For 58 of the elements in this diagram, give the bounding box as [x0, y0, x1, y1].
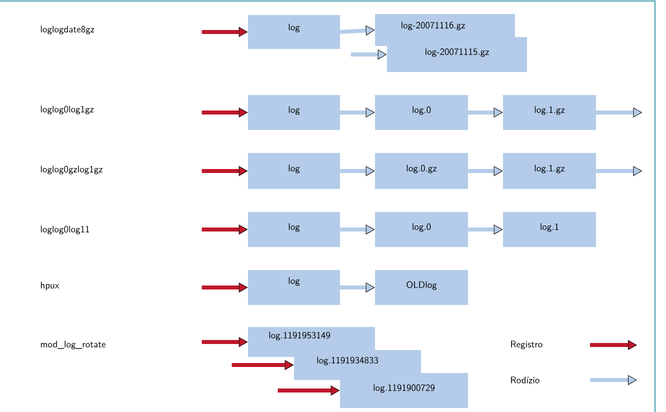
arrow: [468, 166, 503, 176]
arrow: [596, 166, 642, 176]
node-label: log.0: [412, 223, 431, 232]
row-label: hpux: [40, 282, 60, 290]
node-label: log.1191953149: [269, 332, 330, 340]
log-file-box: [248, 15, 340, 49]
log-file-box: [248, 270, 340, 305]
arrow: [202, 224, 248, 234]
row-label: loglog0gzlog1gz: [40, 166, 102, 174]
arrow: [202, 282, 248, 292]
arrow: [278, 386, 340, 396]
arrow: [202, 27, 248, 37]
arrow: [340, 224, 375, 234]
arrow: [232, 360, 294, 370]
node-label: log.1191900729: [374, 384, 435, 393]
arrow: [340, 26, 375, 36]
arrow: [468, 224, 503, 234]
node-label: OLDlog: [406, 281, 437, 290]
row-label: loglogdate8gz: [40, 26, 94, 34]
node-label: log.1.gz: [534, 106, 565, 115]
node-label: log.0.gz: [406, 164, 437, 174]
log-file-box: [503, 212, 596, 247]
node-label: log.1: [540, 223, 558, 232]
log-file-box: [375, 95, 468, 130]
log-file-box: [387, 37, 527, 72]
legend-label: Registro: [511, 340, 542, 350]
legend-label: Rodízio: [511, 376, 540, 384]
node-label: log: [288, 24, 300, 32]
log-file-box: [340, 373, 468, 408]
log-file-box: [503, 153, 596, 189]
node-label: log: [288, 277, 300, 286]
log-file-box: [248, 153, 340, 189]
log-file-box: [248, 212, 340, 247]
node-label: log-20071116.gz: [402, 22, 465, 30]
arrow: [350, 50, 387, 60]
arrow: [202, 166, 248, 176]
log-file-box: [248, 95, 340, 130]
log-file-box: [375, 212, 468, 247]
arrow: [340, 166, 375, 176]
arrow: [202, 337, 248, 347]
node-label: log.1.gz: [534, 164, 565, 174]
log-file-box: [375, 153, 468, 189]
node-label: log.0: [412, 106, 431, 115]
row-label: loglog0log11: [40, 226, 90, 234]
arrow: [202, 108, 248, 118]
node-label: log-20071115.gz: [426, 48, 489, 57]
arrow: [340, 282, 375, 292]
log-file-box: [375, 270, 468, 305]
node-label: log: [288, 223, 300, 232]
log-file-box: [503, 95, 596, 130]
arrow: [596, 108, 642, 118]
arrow: [468, 108, 503, 118]
node-label: log.1191934833: [317, 356, 378, 366]
node-label: log: [288, 164, 300, 174]
node-label: log: [288, 106, 300, 115]
row-label: mod_log_rotate: [40, 340, 106, 350]
arrow: [340, 108, 375, 118]
row-label: loglog0log1gz: [40, 106, 94, 114]
